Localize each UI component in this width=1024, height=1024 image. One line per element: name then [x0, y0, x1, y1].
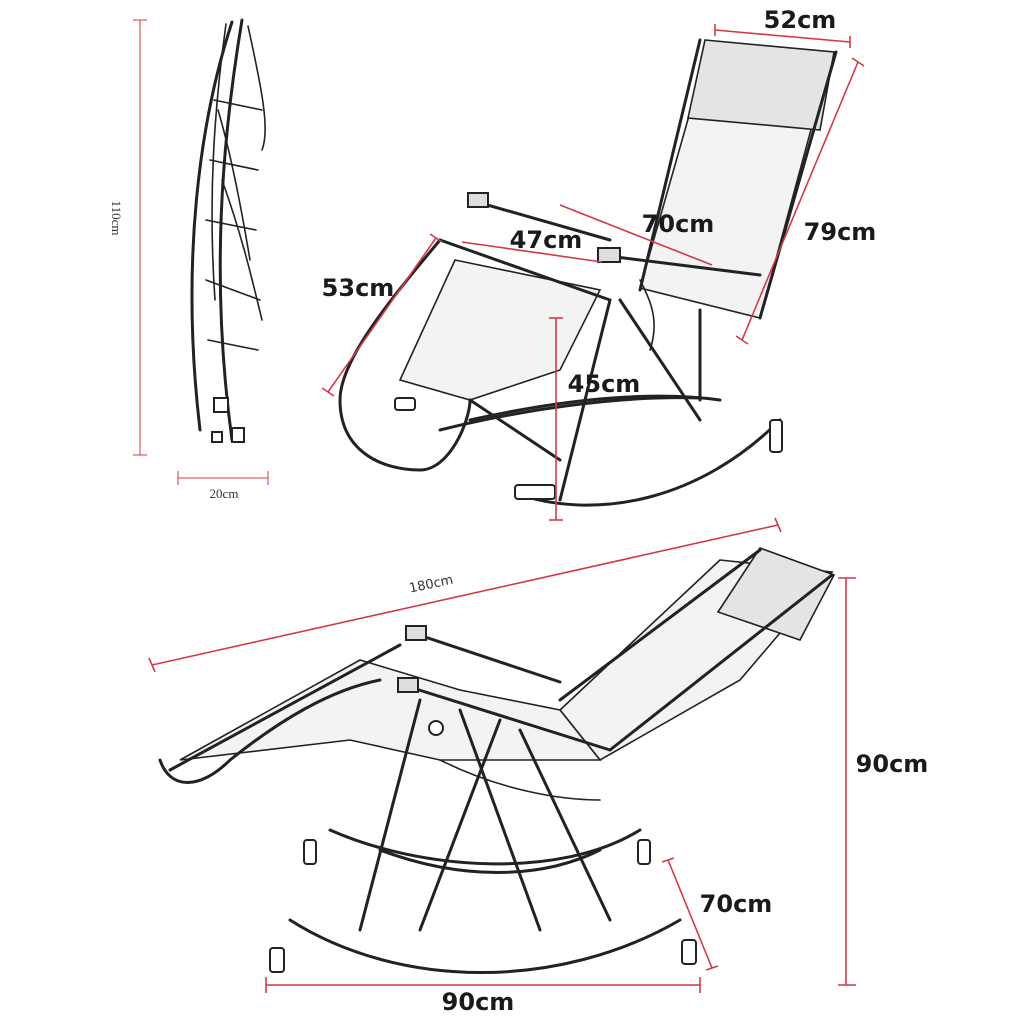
folded-chair-illustration [190, 18, 266, 443]
reclined-height-dimension [838, 577, 856, 986]
rocker-length-dimension [265, 977, 701, 993]
seat-height-label: 45cm [568, 370, 641, 398]
seat-between-arms-label: 70cm [642, 210, 715, 238]
rocker-height-label: 70cm [700, 890, 773, 918]
reclined-height-label: 90cm [856, 750, 929, 778]
headrest-width-dimension [714, 24, 851, 48]
headrest-width-label: 52cm [764, 6, 837, 34]
folded-height-dimension [133, 19, 147, 456]
leg-rest-length-dimension [321, 233, 443, 397]
seat-width-label: 47cm [510, 226, 583, 254]
backrest-length-dimension [735, 57, 865, 345]
rocker-length-label: 90cm [442, 988, 515, 1016]
reclined-length-dimension [148, 517, 782, 673]
seat-width-dimension [461, 241, 603, 263]
seat-between-arms-dimension [559, 204, 713, 266]
reclined-length-label: 180cm [408, 573, 455, 597]
folded-width-dimension [177, 471, 269, 485]
seat-height-dimension [549, 317, 563, 521]
folded-width-label: 20cm [210, 486, 239, 501]
leg-rest-length-label: 53cm [322, 274, 395, 302]
folded-height-label: 110cm [109, 201, 124, 236]
upright-chair-illustration [338, 38, 838, 507]
backrest-length-label: 79cm [804, 218, 877, 246]
reclined-chair-illustration [158, 547, 836, 974]
rocker-height-dimension [661, 857, 719, 971]
